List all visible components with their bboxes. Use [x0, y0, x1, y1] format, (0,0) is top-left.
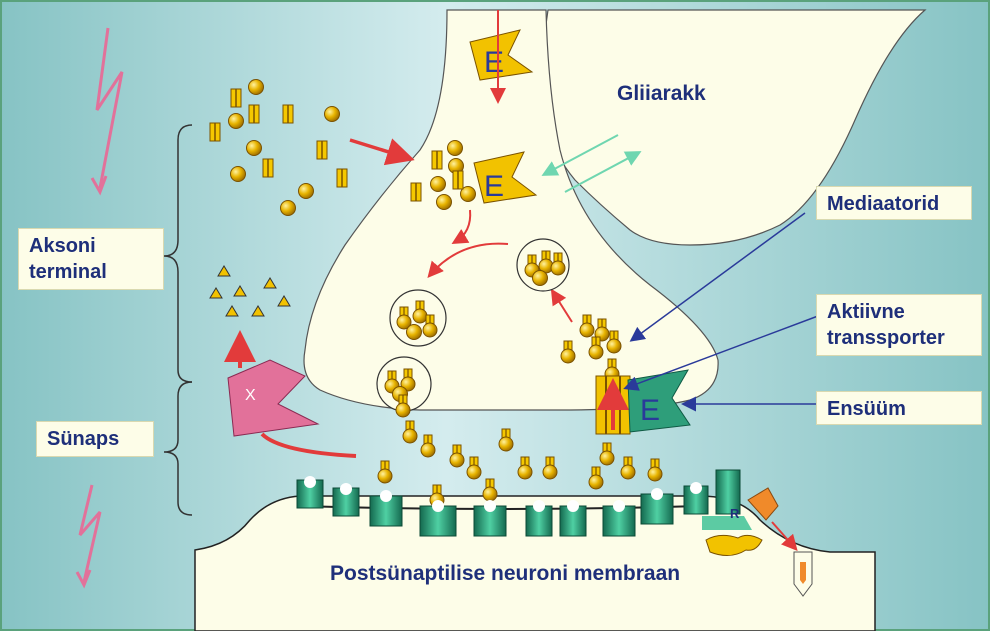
pointer-transporter — [623, 315, 819, 391]
axon-label-line2: terminal — [29, 261, 107, 283]
enzyme-letter: E — [484, 170, 504, 203]
enzyme-x: X — [224, 330, 357, 458]
receptor-letter: R — [730, 506, 740, 521]
transporter-label-line2: transsporter — [827, 327, 945, 349]
glia-label: Gliiarakk — [617, 82, 706, 105]
axon-terminal-label: Aksoni terminal — [18, 228, 164, 290]
enzyme-label: Ensüüm — [816, 391, 982, 425]
receptors — [296, 476, 709, 537]
lightning-icon-bottom — [78, 484, 102, 583]
axon-label-line1: Aksoni — [29, 235, 96, 257]
synapse-label: Sünaps — [36, 421, 154, 457]
receptor-r: R — [702, 469, 813, 597]
transporter-label-line1: Aktiivne — [827, 301, 905, 323]
degradation-products — [209, 265, 291, 317]
mediators-label: Mediaatorid — [816, 186, 972, 220]
vesicle — [516, 238, 570, 292]
brace-synapse — [163, 381, 193, 516]
enzyme-e-middle: E — [473, 151, 538, 204]
transporter-label: Aktiivne transsporter — [816, 294, 982, 356]
membrane-label: Postsünaptilise neuroni membraan — [330, 562, 681, 585]
brace-axon — [163, 124, 193, 383]
lightning-icon-top — [95, 27, 124, 189]
enzyme-letter: E — [640, 394, 660, 427]
active-transporter — [595, 375, 631, 435]
enzyme-letter: X — [245, 387, 256, 404]
pointer-mediators — [629, 212, 806, 342]
vesicle — [389, 289, 447, 347]
enzyme-letter: E — [484, 46, 504, 79]
enzyme-e-transporter: E — [627, 369, 691, 433]
enzyme-e-top: E — [469, 10, 534, 104]
